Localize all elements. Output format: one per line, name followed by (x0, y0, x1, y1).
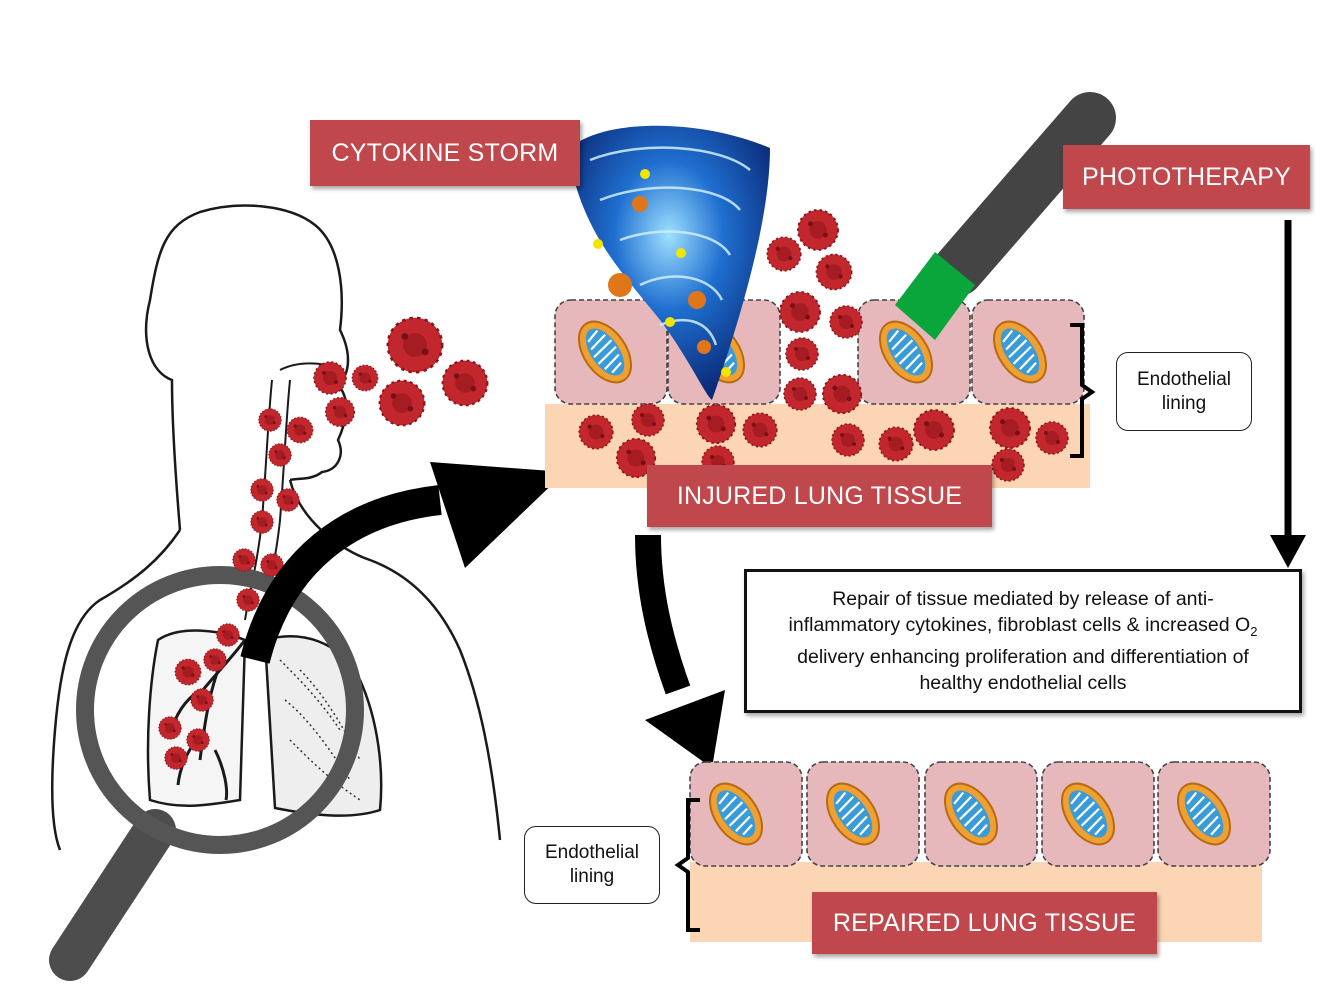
bracket-bottom (674, 798, 700, 932)
phototherapy-probe-icon (895, 92, 1116, 340)
endothelial-bottom-line2: lining (569, 866, 615, 887)
repaired-lung-tissue-label: REPAIRED LUNG TISSUE (812, 892, 1157, 954)
magnifying-glass-icon (49, 566, 364, 981)
repair-line-1: Repair of tissue mediated by release of … (832, 587, 1214, 610)
endothelial-lining-top: Endothelial lining (1116, 352, 1252, 431)
arrow-to-injured-tissue (240, 462, 565, 664)
cytokine-storm-icon (568, 125, 770, 400)
bracket-top (1070, 323, 1096, 458)
endothelial-top-line2: lining (1161, 392, 1207, 414)
repair-description: Repair of tissue mediated by release of … (744, 569, 1302, 713)
injured-lung-tissue-label: INJURED LUNG TISSUE (647, 465, 992, 527)
arrow-phototherapy-down (1270, 220, 1306, 568)
endothelial-bottom-line1: Endothelial (544, 842, 640, 863)
o2-subscript: 2 (1250, 623, 1258, 639)
lungs (146, 629, 383, 817)
endothelial-top-line1: Endothelial (1136, 368, 1232, 390)
repair-line-3: delivery enhancing proliferation and dif… (797, 646, 1249, 669)
repair-line-2: inflammatory cytokines, fibroblast cells… (788, 613, 1258, 639)
arrow-to-repaired-tissue (635, 534, 725, 768)
phototherapy-label: PHOTOTHERAPY (1063, 145, 1310, 209)
repair-line-4: healthy endothelial cells (919, 672, 1127, 695)
cytokine-storm-label: CYTOKINE STORM (310, 120, 580, 186)
endothelial-lining-bottom: Endothelial lining (524, 826, 660, 904)
